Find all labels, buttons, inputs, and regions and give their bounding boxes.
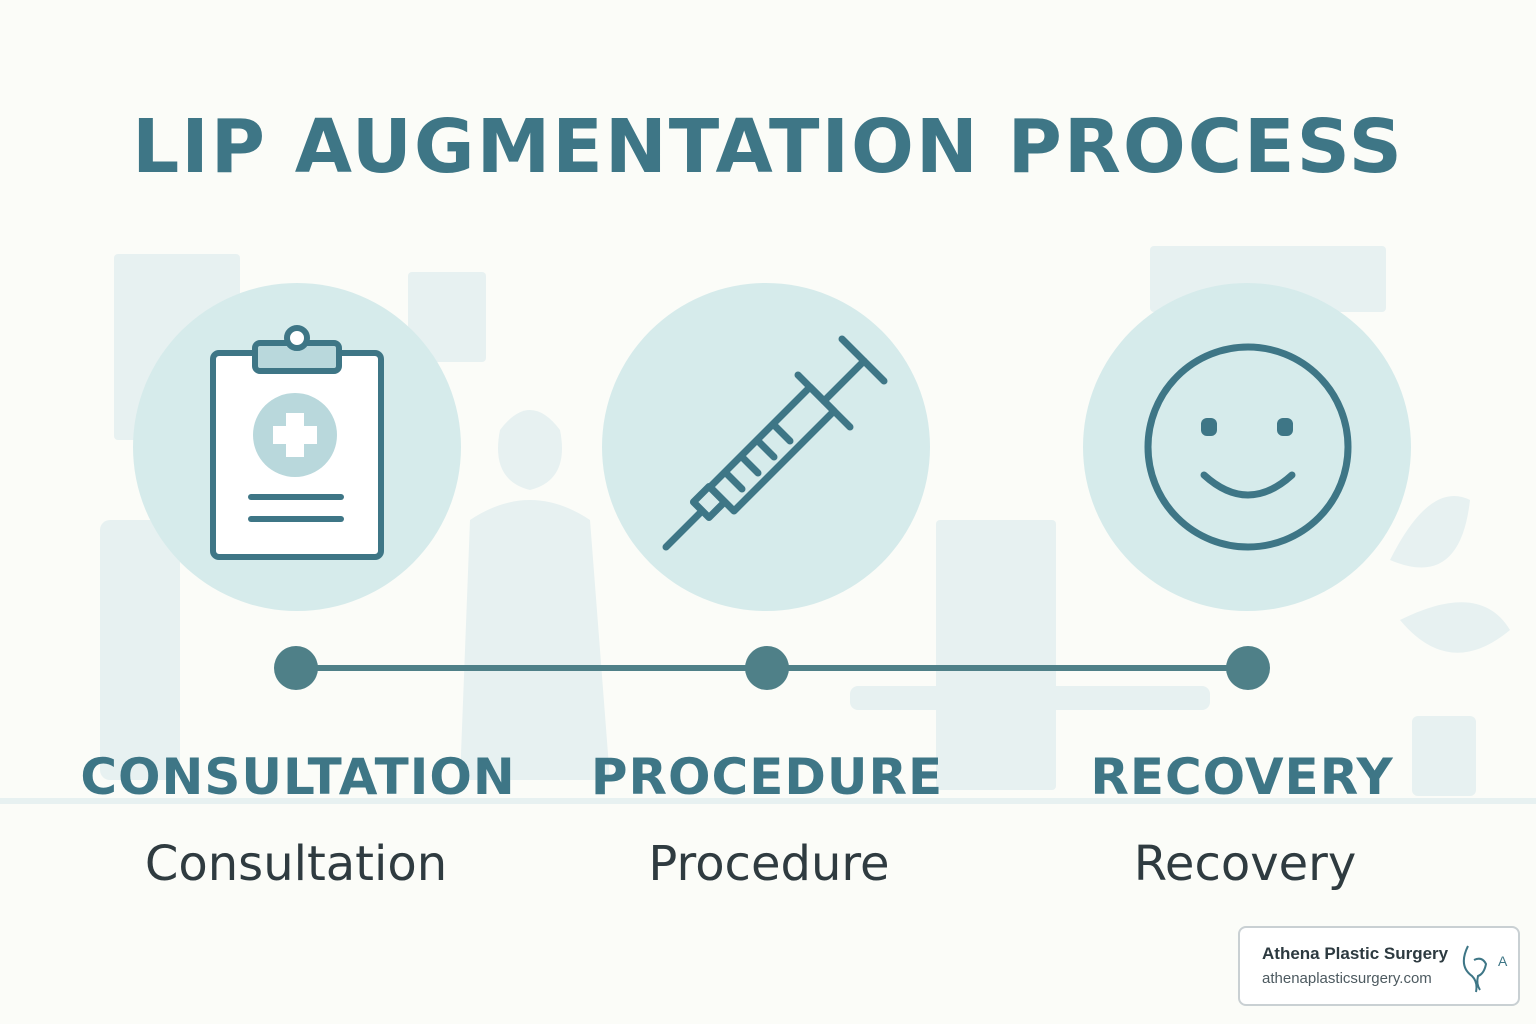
step-label-procedure: PROCEDURE [590, 748, 944, 806]
consultation-icon-circle [133, 283, 461, 611]
step-sublabel-procedure: Procedure [648, 836, 890, 892]
step-label-recovery: RECOVERY [1090, 748, 1394, 806]
syringe-icon [662, 335, 888, 551]
timeline-node-procedure [745, 646, 789, 690]
timeline-node-consultation [274, 646, 318, 690]
step-sublabel-consultation: Consultation [144, 836, 448, 892]
timeline [274, 646, 1270, 690]
procedure-icon-circle [602, 283, 930, 611]
brand-url[interactable]: athenaplasticsurgery.com [1262, 970, 1432, 987]
brand-logo-letter: A [1498, 953, 1508, 969]
timeline-node-recovery [1226, 646, 1270, 690]
brand-badge[interactable]: Athena Plastic Surgery athenaplasticsurg… [1238, 926, 1520, 1006]
step-sublabel-recovery: Recovery [1133, 836, 1357, 892]
step-label-consultation: CONSULTATION [80, 748, 516, 806]
smiley-face-icon [1144, 343, 1352, 551]
brand-name: Athena Plastic Surgery [1262, 944, 1449, 963]
clipboard-medical-icon [210, 325, 384, 560]
athena-face-logo-icon: A [1462, 945, 1508, 993]
page-title: LIP AUGMENTATION PROCESS [132, 104, 1404, 190]
recovery-icon-circle [1083, 283, 1411, 611]
